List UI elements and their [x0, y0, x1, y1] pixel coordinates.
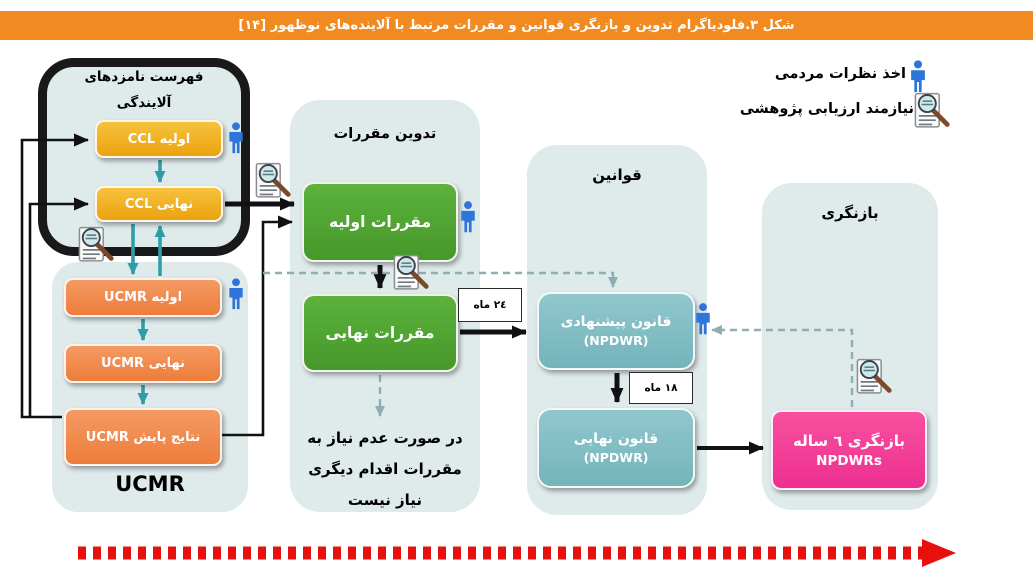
node-law-final-label: قانون نهایی [573, 431, 659, 447]
ccl-group-title: فهرست نامزدهای آلایندگی [47, 64, 241, 116]
figure-caption-bar: شکل ۳.فلودیاگرام تدوین و بازنگری قوانین … [0, 11, 1033, 40]
arrow-results-to-reginitial [222, 215, 293, 437]
note-line2: مقررات اقدام دیگری [308, 460, 462, 478]
timeline-arrowhead [922, 539, 956, 567]
arrow-results-to-cclfinal [28, 197, 89, 416]
ccl-title-line2: آلایندگی [116, 95, 172, 111]
node-ucmr-final: UCMR نهایی [64, 344, 222, 383]
legend-public-comment-label: اخذ نظرات مردمی [774, 66, 906, 82]
node-regulation-initial: مقررات اولیه [302, 182, 458, 262]
document-magnifier-icon [856, 358, 894, 402]
node-law-proposed: قانون پیشنهادی (NPDWR) [537, 292, 695, 370]
node-six-year-review: بازنگری ٦ ساله NPDWRs [771, 410, 927, 490]
no-action-note: در صورت عدم نیاز به مقررات اقدام دیگری ن… [295, 423, 475, 516]
node-ccl-final-label: CCL نهایی [124, 196, 194, 212]
regulation-group-title: تدوین مقررات [333, 126, 437, 142]
document-magnifier-icon [255, 162, 293, 206]
duration-24-months: ٢٤ ماه [458, 288, 522, 322]
node-law-proposed-label: قانون پیشنهادی [560, 314, 672, 330]
review-group-title: بازنگری [821, 204, 879, 222]
node-regulation-final: مقررات نهایی [302, 294, 458, 372]
node-ucmr-initial: UCMR اولیه [64, 278, 222, 317]
dashed-eval-to-proposedlaw [263, 271, 618, 288]
node-law-proposed-sub: (NPDWR) [583, 333, 649, 348]
node-ccl-final: CCL نهایی [95, 186, 223, 222]
node-law-final: قانون نهایی (NPDWR) [537, 408, 695, 488]
node-ccl-initial-label: CCL اولیه [127, 131, 191, 147]
note-line1: در صورت عدم نیاز به [307, 429, 463, 447]
legend-research-eval-label: نیازمند ارزیابی پژوهشی [739, 101, 914, 117]
node-regulation-initial-label: مقررات اولیه [328, 213, 432, 231]
person-icon [227, 122, 245, 154]
node-ccl-initial: CCL اولیه [95, 120, 223, 158]
node-review-label: بازنگری ٦ ساله [792, 431, 906, 450]
document-magnifier-icon [914, 92, 952, 136]
person-icon [694, 302, 712, 336]
node-regulation-final-label: مقررات نهایی [325, 324, 435, 342]
document-magnifier-icon [78, 226, 116, 270]
person-icon [908, 60, 928, 93]
duration-18-months: ١٨ ماه [629, 372, 693, 404]
arrow-results-to-cclinitial [20, 133, 89, 419]
dashed-review-to-proposedlaw [711, 325, 854, 407]
figure-caption: شکل ۳.فلودیاگرام تدوین و بازنگری قوانین … [238, 18, 795, 33]
node-ucmr-results-label: نتایج پایش UCMR [85, 429, 201, 445]
document-magnifier-icon [393, 254, 431, 298]
node-review-sub: NPDWRs [816, 452, 882, 469]
ccl-title-line1: فهرست نامزدهای [84, 69, 204, 85]
person-icon [227, 278, 245, 310]
node-ucmr-final-label: UCMR نهایی [101, 356, 185, 371]
person-icon [459, 200, 477, 234]
node-ucmr-initial-label: UCMR اولیه [103, 290, 183, 305]
note-line3: نیاز نیست [347, 491, 423, 509]
node-ucmr-results: نتایج پایش UCMR [64, 408, 222, 466]
ucmr-group-caption: UCMR [115, 472, 185, 496]
law-group-title: قوانین [592, 166, 642, 184]
node-law-final-sub: (NPDWR) [583, 450, 649, 465]
